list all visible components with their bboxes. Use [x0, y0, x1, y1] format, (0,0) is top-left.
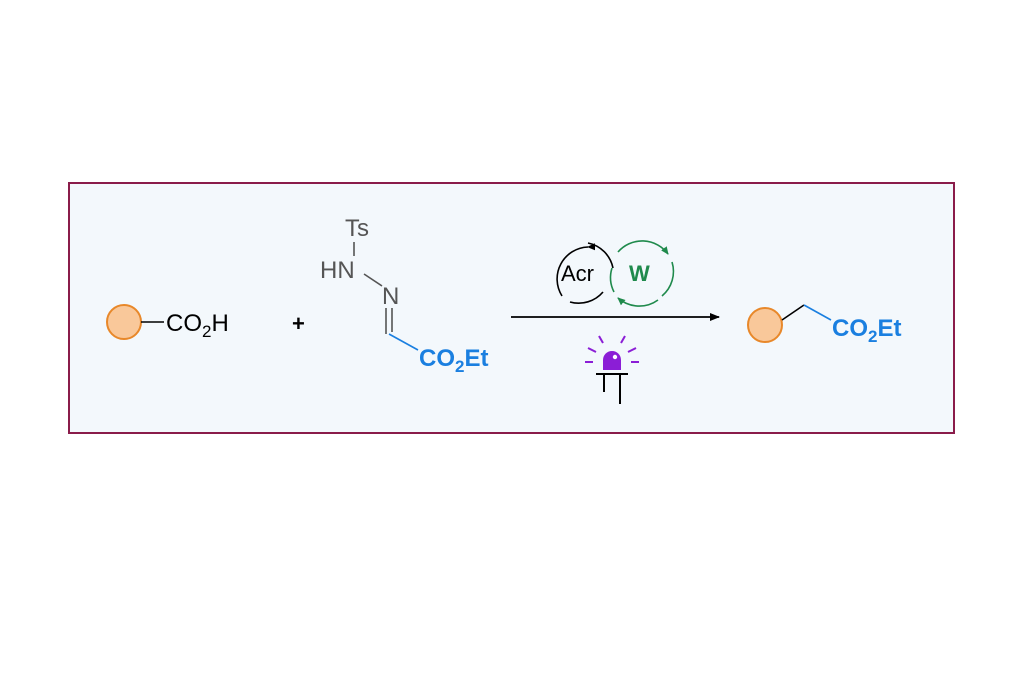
w-cycle-arc-top: [617, 240, 669, 255]
reaction-conditions: Acr W: [511, 240, 720, 404]
catalyst-acr-label: Acr: [561, 261, 594, 286]
substituent-circle: [106, 304, 142, 340]
product-substituent-circle: [747, 307, 783, 343]
product-ester: CO2Et: [747, 304, 901, 346]
catalyst-w-label: W: [629, 261, 650, 286]
c-ester-bond: [388, 333, 419, 351]
ts-label: Ts: [345, 215, 369, 242]
hn-label: HN: [320, 257, 355, 284]
scheme-frame: [68, 182, 955, 434]
reactant-carboxylic-acid: CO2H: [106, 304, 229, 341]
ester-label: CO2Et: [419, 345, 488, 376]
acr-cycle-arc-bottom: [569, 291, 604, 304]
led-light-icon: [585, 335, 639, 404]
product-ester-label: CO2Et: [832, 315, 901, 346]
reactant-tosylhydrazone: Ts HN N CO2Et: [320, 215, 488, 376]
product-bond-2: [803, 304, 832, 321]
plus-sign: +: [292, 311, 305, 336]
carboxylic-acid-label: CO2H: [166, 310, 229, 341]
w-cycle-arc-left: [609, 267, 615, 293]
nh-n-bond: [363, 273, 383, 287]
acr-cycle-arc-right: [587, 242, 614, 269]
product-bond-1: [781, 304, 805, 321]
w-cycle-arc-bottom: [617, 297, 659, 307]
acr-cycle-arc-top: [556, 243, 596, 297]
n-label: N: [382, 283, 399, 310]
w-cycle-arc-right: [661, 261, 675, 297]
